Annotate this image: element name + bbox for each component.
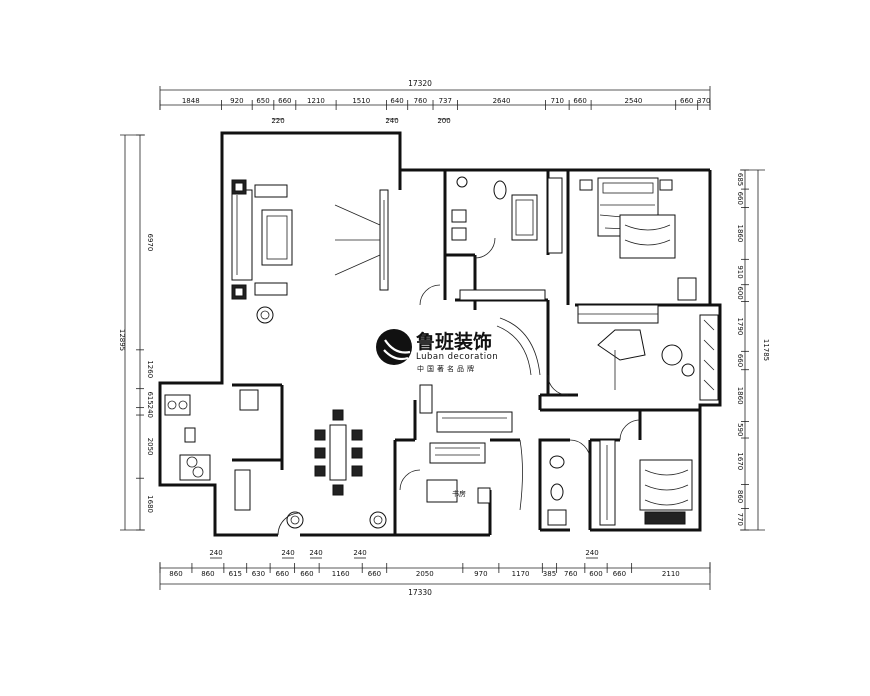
right-dimension-label: 1860 <box>736 387 744 405</box>
top-inner-dimension-label: 240 <box>385 117 398 125</box>
bottom-dimension-label: 660 <box>300 570 313 578</box>
brand-logo: 鲁班装饰 Luban decoration 中国著名品牌 <box>376 329 498 373</box>
corridor-sofa <box>419 384 513 433</box>
bottom-dimension-label: 860 <box>201 570 214 578</box>
bottom-inner-dimension-label: 240 <box>281 549 294 557</box>
study-room-label: 书房 <box>452 489 466 498</box>
logo-name-cn: 鲁班装饰 <box>415 330 492 353</box>
left-dimension-label: 615 <box>146 391 154 404</box>
bottom-dimension-label: 1160 <box>332 570 350 578</box>
top-dimension-chain: 17320 1848 920 650 660 1210 1510 640 760 737 2640… <box>159 79 711 125</box>
right-dimension-label: 910 <box>736 265 744 278</box>
top-dimension-label: 660 <box>278 97 291 105</box>
bathroom-2-fixtures <box>547 455 567 526</box>
bottom-dimension-label: 760 <box>564 570 577 578</box>
dining-table <box>314 409 363 496</box>
bathroom-1-fixtures <box>451 176 563 254</box>
left-dimension-label: 6970 <box>146 234 154 252</box>
top-dimension-label: 737 <box>439 97 452 105</box>
bottom-dimension-label: 860 <box>169 570 182 578</box>
lounge-area <box>577 304 719 401</box>
bottom-inner-dimension-label: 240 <box>309 549 322 557</box>
top-dimension-label: 920 <box>230 97 243 105</box>
kitchen-fixtures <box>164 389 259 511</box>
logo-name-en: Luban decoration <box>416 352 498 362</box>
left-dimension-label: 240 <box>146 405 154 418</box>
right-dimension-label: 1790 <box>736 317 744 335</box>
top-dimension-label: 2640 <box>493 97 511 105</box>
left-dimension-label: 1680 <box>146 495 154 513</box>
tv-cabinet <box>334 189 389 291</box>
top-dimension-label: 1210 <box>307 97 325 105</box>
top-inner-dimension-label: 220 <box>271 117 284 125</box>
top-dimension-label: 2540 <box>624 97 642 105</box>
top-dimension-label: 1848 <box>182 97 200 105</box>
left-dimension-label: 1260 <box>146 360 154 378</box>
study-room: 书房 <box>426 442 491 504</box>
bottom-dimension-label: 2110 <box>662 570 680 578</box>
top-dimension-label: 650 <box>256 97 269 105</box>
top-dimension-label: 660 <box>573 97 586 105</box>
living-room-sofa-set <box>231 179 293 300</box>
top-dimension-label: 370 <box>697 97 710 105</box>
left-total-dimension: 12895 <box>118 329 126 351</box>
top-dimension-label: 710 <box>551 97 564 105</box>
bottom-dimension-label: 660 <box>368 570 381 578</box>
top-dimension-label: 660 <box>680 97 693 105</box>
logo-slogan: 中国著名品牌 <box>417 364 477 373</box>
right-dimension-label: 590 <box>736 423 744 436</box>
bottom-dimension-label: 600 <box>589 570 602 578</box>
walls <box>158 131 722 537</box>
right-total-dimension: 11785 <box>762 339 770 361</box>
top-dimension-label: 1510 <box>352 97 370 105</box>
bottom-dimension-label: 630 <box>252 570 265 578</box>
right-dimension-label: 860 <box>736 490 744 503</box>
top-total-dimension: 17320 <box>408 79 432 88</box>
bottom-dimension-label: 385 <box>543 570 556 578</box>
left-dimension-label: 2050 <box>146 438 154 456</box>
bottom-inner-dimension-label: 240 <box>353 549 366 557</box>
bottom-inner-dimension-label: 240 <box>585 549 598 557</box>
bedroom-2 <box>599 439 693 526</box>
top-dimension-label: 640 <box>390 97 403 105</box>
bottom-dimension-label: 660 <box>613 570 626 578</box>
master-bedroom <box>579 177 697 301</box>
top-inner-dimension-label: 200 <box>437 117 450 125</box>
bottom-inner-dimension-label: 240 <box>209 549 222 557</box>
right-dimension-label: 1670 <box>736 452 744 470</box>
logo-mark <box>376 329 412 365</box>
bottom-dimension-label: 2050 <box>416 570 434 578</box>
bottom-dimension-chain: 17330 860 860 615 630 660 660 1160 660 2050 970 11… <box>159 549 711 597</box>
plants <box>256 306 387 529</box>
right-dimension-label: 660 <box>736 192 744 205</box>
bottom-dimension-label: 615 <box>229 570 242 578</box>
bottom-total-dimension: 17330 <box>408 588 432 597</box>
bottom-dimension-label: 1170 <box>512 570 530 578</box>
right-dimension-label: 660 <box>736 354 744 367</box>
wardrobe-corridor <box>459 289 546 301</box>
right-dimension-label: 1860 <box>736 225 744 243</box>
top-dimension-label: 760 <box>414 97 427 105</box>
bottom-dimension-label: 660 <box>276 570 289 578</box>
right-dimension-label: 600 <box>736 286 744 299</box>
right-dimension-label: 770 <box>736 513 744 526</box>
right-dimension-chain: 685 660 1860 910 600 1790 660 1860 590 1670 860 770… <box>736 169 770 531</box>
doors <box>277 237 641 536</box>
bottom-dimension-label: 970 <box>474 570 487 578</box>
right-dimension-label: 685 <box>736 173 744 186</box>
